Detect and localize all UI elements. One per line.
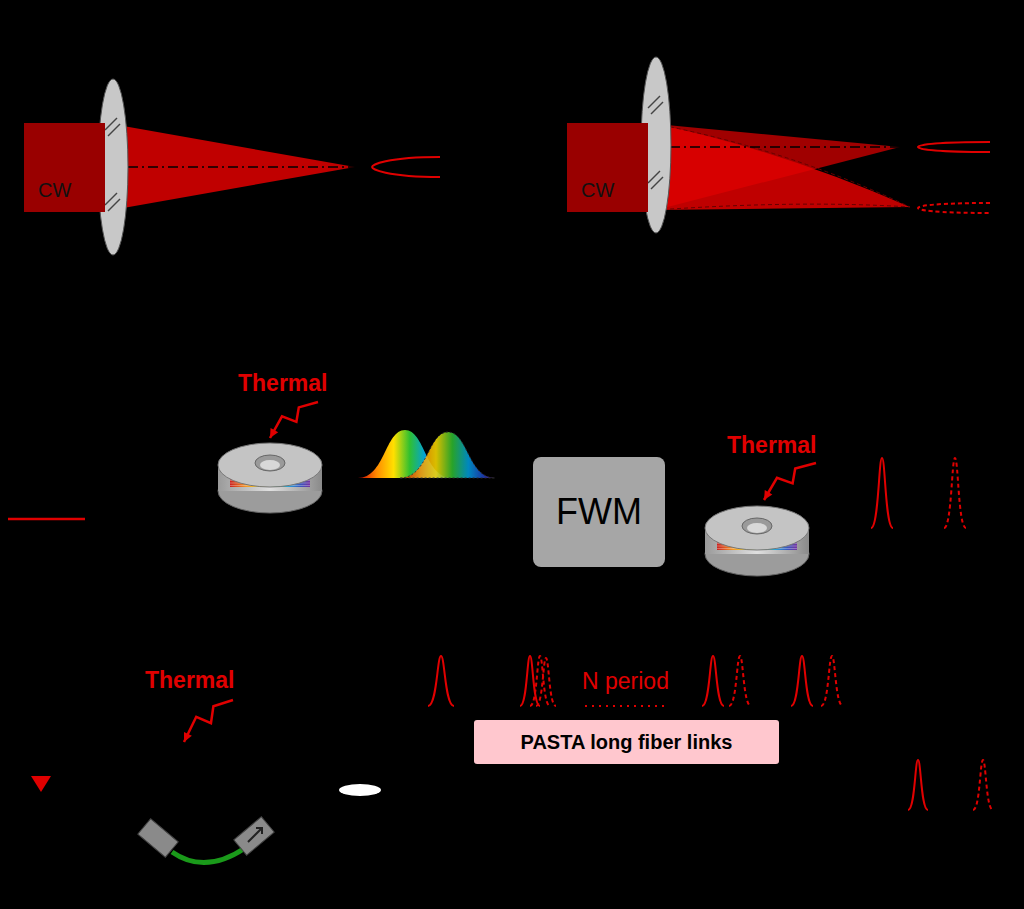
pulse xyxy=(944,458,966,528)
pulse xyxy=(428,656,454,706)
thermal-label: Thermal xyxy=(238,370,327,397)
pulse xyxy=(791,656,813,706)
thermal-arrow xyxy=(270,402,318,438)
thermal-label: Thermal xyxy=(145,667,234,694)
cw-beam: CW xyxy=(24,123,105,212)
lens-hatch xyxy=(105,118,120,211)
beam-edge xyxy=(656,204,910,210)
arrowhead xyxy=(764,490,772,500)
cw-beam: CW xyxy=(567,123,648,212)
pulse xyxy=(908,760,928,810)
fiber xyxy=(172,848,245,863)
pulse xyxy=(918,203,990,213)
pulse xyxy=(871,458,893,528)
arrowhead xyxy=(270,428,278,438)
arrowhead xyxy=(184,732,192,742)
pulse xyxy=(918,142,990,152)
pulse xyxy=(821,656,843,706)
beam-edge xyxy=(656,124,910,207)
pulse xyxy=(729,656,751,706)
lens-hatch xyxy=(648,96,663,189)
pulse xyxy=(536,658,556,706)
cw-line xyxy=(8,518,85,521)
node-text: CW xyxy=(38,179,71,202)
marker-triangle xyxy=(31,776,51,792)
fiber-spool xyxy=(218,443,322,513)
fiber-connector xyxy=(234,817,274,855)
pulse xyxy=(973,760,993,810)
node-text: CW xyxy=(581,179,614,202)
isolator-arrow xyxy=(248,828,262,842)
deflected-beam xyxy=(656,124,910,210)
thermal-label: Thermal xyxy=(727,432,816,459)
period-dots xyxy=(585,705,665,707)
pulse xyxy=(372,157,440,177)
thermal-arrow xyxy=(184,700,233,742)
pulse xyxy=(520,656,540,706)
spectrum xyxy=(400,432,495,478)
fiber-connector xyxy=(138,819,178,857)
thermal-arrow xyxy=(764,463,816,500)
fiber-spool xyxy=(705,506,809,576)
process-box: FWM xyxy=(533,457,665,567)
label-box: PASTA long fiber links xyxy=(474,720,779,764)
white-ellipse xyxy=(339,784,381,796)
period-label: N period xyxy=(582,668,669,695)
pulse xyxy=(702,656,724,706)
node-text: FWM xyxy=(556,491,642,533)
node-text: PASTA long fiber links xyxy=(521,731,733,754)
